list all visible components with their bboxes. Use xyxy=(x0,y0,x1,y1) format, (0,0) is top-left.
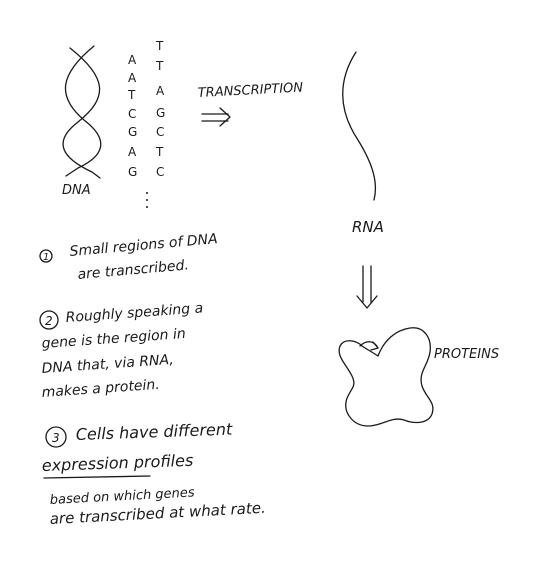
base-letter: G xyxy=(128,165,137,179)
transcription-label: TRANSCRIPTION xyxy=(197,80,303,101)
number-circle-icon xyxy=(45,426,67,448)
note-line: are transcribed. xyxy=(77,257,190,283)
note-number: 3 xyxy=(52,431,60,445)
number-circle-icon xyxy=(39,249,53,263)
number-circle-icon xyxy=(39,310,59,330)
note-line: makes a protein. xyxy=(41,377,160,401)
double-arrow-down-icon xyxy=(356,265,378,309)
note-line: expression profiles xyxy=(41,451,193,475)
double-arrow-right-icon xyxy=(201,107,231,127)
strand-left: A A T C G A G xyxy=(127,53,137,179)
base-letter: G xyxy=(156,106,165,120)
note-3: 3 Cells have different expression profil… xyxy=(41,420,266,528)
base-letter: G xyxy=(128,125,137,139)
protein-drawing xyxy=(338,327,434,427)
base-letter: T xyxy=(155,59,164,73)
dna-label: DNA xyxy=(62,183,91,198)
note-line: Roughly speaking a xyxy=(65,300,203,326)
note-2: 2 Roughly speaking a gene is the region … xyxy=(39,300,204,401)
rna-strand-drawing xyxy=(342,51,377,201)
expression-underline xyxy=(43,475,151,479)
base-letter: A xyxy=(128,71,137,85)
base-letter: A xyxy=(128,53,137,67)
note-line: gene is the region in xyxy=(41,326,186,352)
proteins-label: PROTEINS xyxy=(434,347,499,362)
note-line: Cells have different xyxy=(75,420,233,444)
note-line: Small regions of DNA xyxy=(69,231,218,260)
note-line: DNA that, via RNA, xyxy=(41,352,174,377)
rna-label: RNA xyxy=(352,218,384,236)
base-letter: T xyxy=(155,39,164,53)
continuation-dots xyxy=(146,192,148,208)
dna-helix-drawing xyxy=(62,45,102,179)
base-letter: T xyxy=(127,88,136,102)
note-1: 1 Small regions of DNA are transcribed. xyxy=(39,231,218,283)
base-letter: A xyxy=(128,145,137,159)
base-letter: C xyxy=(156,165,164,179)
base-letter: T xyxy=(155,145,164,159)
strand-right: T T A G C T C xyxy=(155,39,165,179)
base-letter: C xyxy=(128,107,136,121)
base-letter: A xyxy=(156,84,165,98)
base-letter: C xyxy=(156,125,164,139)
note-number: 1 xyxy=(43,252,49,263)
note-number: 2 xyxy=(45,314,53,328)
